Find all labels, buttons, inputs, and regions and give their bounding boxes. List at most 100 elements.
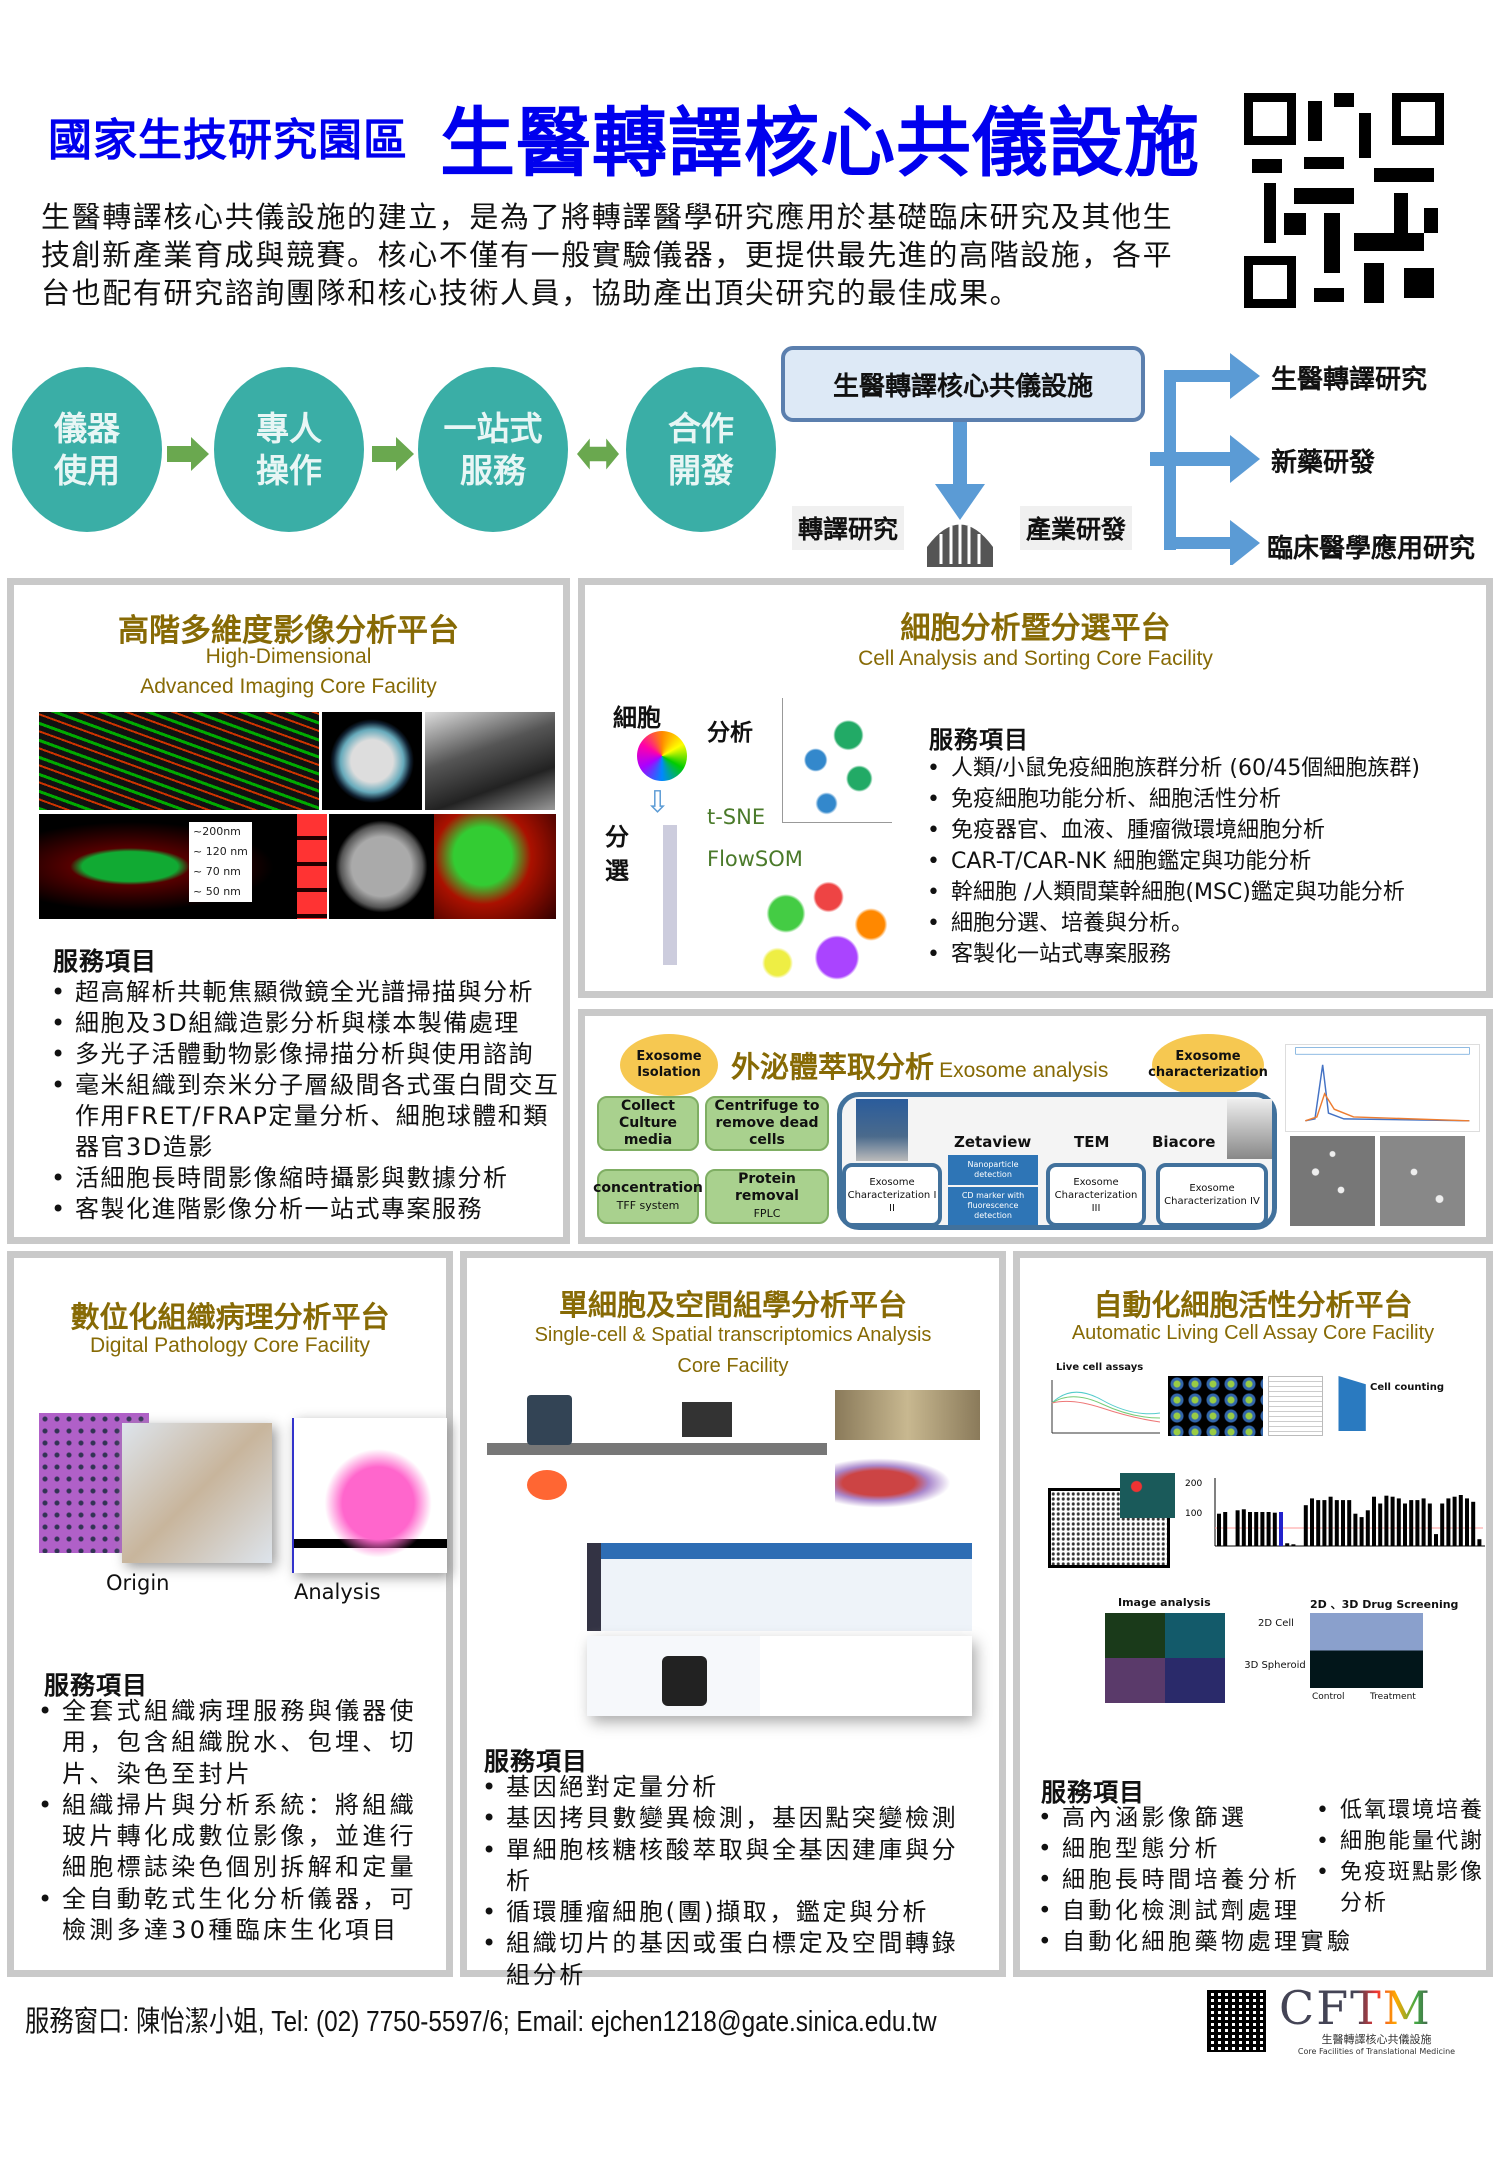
service-item: 細胞長時間培養分析: [1038, 1865, 1378, 1896]
label-2d-cell: 2D Cell: [1258, 1618, 1294, 1629]
badge-exosome-isolation: Exosome Isolation: [620, 1034, 718, 1096]
bar: [1403, 1503, 1407, 1546]
exosome-title-en: Exosome analysis: [939, 1059, 1109, 1082]
scale-label: ~ 120 nm: [193, 845, 248, 858]
step-label: 使用: [54, 450, 120, 490]
fluorescence-inset: [1120, 1473, 1175, 1518]
bar: [1396, 1498, 1401, 1546]
hub-box: 生醫轉譯核心共儀設施: [781, 346, 1145, 422]
label-tsne: t-SNE: [707, 805, 766, 829]
step-label: Collect Culture media: [618, 1098, 678, 1148]
bar: [1328, 1496, 1333, 1546]
footer-qr-code[interactable]: [1207, 1990, 1266, 2052]
panel-title: 高階多維度影像分析平台: [118, 613, 459, 649]
chip-image: [835, 1390, 980, 1440]
intro-line: 生醫轉譯核心共儀設施的建立，是為了將轉譯醫學研究應用於基礎臨床研究及其他生: [41, 200, 1174, 234]
flowsom-tree: [735, 875, 905, 985]
characterization-container: Zetaview TEM Biacore Exosome Characteriz…: [837, 1092, 1277, 1230]
step-expert-operation: 專人操作: [214, 367, 364, 532]
zetaview-instrument-photo: [856, 1099, 908, 1161]
down-arrow-icon: ⇩: [645, 785, 671, 820]
result-table-image: [1268, 1376, 1323, 1436]
step-collect: Collect Culture media: [597, 1096, 699, 1151]
label-sort: 分選: [605, 820, 629, 888]
visium-workflow-image: [587, 1543, 972, 1631]
service-item: 免疫細胞功能分析、細胞活性分析: [927, 784, 1485, 815]
service-item: 組織掃片與分析系統：將組織玻片轉化成數位影像，並進行細胞標誌染色個別拆解和定量: [38, 1790, 428, 1884]
bar: [1235, 1510, 1240, 1546]
service-list: 全套式組織病理服務與儀器使用，包含組織脫水、包埋、切片、染色至封片組織掃片與分析…: [38, 1696, 428, 1946]
scatter-analysis-image: [292, 1418, 447, 1573]
step-label: 服務: [460, 450, 526, 490]
service-list: 超高解析共軛焦顯微鏡全光譜掃描與分析細胞及3D組織造影分析與樣本製備處理多光子活…: [51, 977, 561, 1225]
microscope-photo: [425, 712, 555, 810]
label-treatment: Treatment: [1370, 1692, 1416, 1702]
arrow-right-icon: [372, 437, 414, 471]
panel-imaging: 高階多維度影像分析平台 High-Dimensional Advanced Im…: [7, 578, 570, 1244]
svg-text:200: 200: [1185, 1479, 1202, 1489]
step-one-stop-service: 一站式服務: [418, 367, 568, 532]
label-cell-counting: Cell counting: [1370, 1382, 1444, 1393]
panel-subtitle: Single-cell & Spatial transcriptomics An…: [534, 1324, 932, 1346]
service-item: 免疫斑點影像分析: [1316, 1857, 1486, 1919]
service-item: 組織切片的基因或蛋白標定及空間轉錄組分析: [482, 1928, 962, 1991]
label-sort-1: 分: [605, 823, 629, 851]
step-label: 合作: [668, 408, 734, 448]
bar: [1303, 1505, 1308, 1546]
panel-title: 單細胞及空間組學分析平台: [558, 1288, 907, 1322]
bar: [1254, 1512, 1259, 1546]
services-heading: 服務項目: [929, 726, 1029, 754]
char-box-3: Exosome Characterization III: [1046, 1163, 1146, 1227]
bar: [1322, 1500, 1327, 1546]
step-label: 操作: [256, 450, 322, 490]
step-label: 一站式: [443, 408, 543, 448]
service-item: 基因拷貝數變異檢測，基因點突變檢測: [482, 1803, 962, 1835]
step-label: Protein removal: [735, 1171, 799, 1204]
label-origin: Origin: [106, 1571, 170, 1595]
bar: [1310, 1498, 1314, 1546]
bar: [1285, 1543, 1290, 1546]
panel-title: 自動化細胞活性分析平台: [1093, 1288, 1413, 1322]
bar: [1415, 1500, 1420, 1546]
step-co-development: 合作開發: [626, 367, 776, 532]
bar: [1217, 1513, 1221, 1546]
label-drug-screening: 2D 、3D Drug Screening: [1310, 1598, 1459, 1611]
logo-wordmark: CFTM: [1279, 1985, 1474, 2031]
flow-cytometer-diagram: [635, 825, 705, 965]
char-box-1-2: Exosome Characterization I II: [842, 1163, 942, 1227]
panel-subtitle: Cell Analysis and Sorting Core Facility: [858, 647, 1213, 670]
service-item: 多光子活體動物影像掃描分析與使用諮詢: [51, 1039, 561, 1070]
service-item: 客製化進階影像分析一站式專案服務: [51, 1194, 561, 1225]
badge-exosome-characterization: Exosome characterization: [1148, 1034, 1268, 1096]
bar: [1359, 1517, 1364, 1546]
zeta-cd-marker: CD marker with fluorescence detection: [948, 1187, 1038, 1225]
bar: [1440, 1503, 1445, 1546]
panel-subtitle: Digital Pathology Core Facility: [89, 1334, 371, 1357]
service-item: 全套式組織病理服務與儀器使用，包含組織脫水、包埋、切片、染色至封片: [38, 1696, 428, 1790]
service-item: 客製化一站式專案服務: [927, 939, 1485, 970]
double-arrow-icon: [577, 438, 619, 470]
instrument-zetaview: Zetaview: [954, 1133, 1032, 1151]
char-box-4: Exosome Characterization IV: [1156, 1163, 1268, 1227]
bar: [1223, 1512, 1228, 1546]
bar: [1477, 1539, 1482, 1546]
output-clinical-research: 臨床醫學應用研究: [1267, 534, 1476, 564]
intro-line: 技創新產業育成與競賽。核心不僅有一般實驗儀器，更提供最先進的高階設施，各平: [41, 238, 1174, 272]
service-item: 活細胞長時間影像縮時攝影與數據分析: [51, 1163, 561, 1194]
step-label: 專人: [256, 408, 322, 448]
label-flowsom: FlowSOM: [707, 847, 803, 871]
qr-code[interactable]: [1244, 93, 1444, 308]
bar: [1353, 1513, 1358, 1546]
step-label: concentration: [593, 1179, 703, 1196]
output-drug-development: 新藥研發: [1271, 448, 1376, 478]
panel-cell-analysis: 細胞分析暨分選平台 Cell Analysis and Sorting Core…: [578, 578, 1493, 998]
instrument-biacore: Biacore: [1152, 1133, 1216, 1151]
cftm-logo: CFTM 生醫轉譯核心共儀設施 Core Facilities of Trans…: [1279, 1985, 1474, 2057]
instrument-tem: TEM: [1074, 1133, 1110, 1151]
bar: [1241, 1509, 1246, 1546]
service-item: 免疫器官、血液、腫瘤微環境細胞分析: [927, 815, 1485, 846]
nta-size-chart: [1285, 1044, 1480, 1132]
drug-screening-grid: [1310, 1613, 1423, 1688]
tsne-plot: [782, 698, 892, 823]
